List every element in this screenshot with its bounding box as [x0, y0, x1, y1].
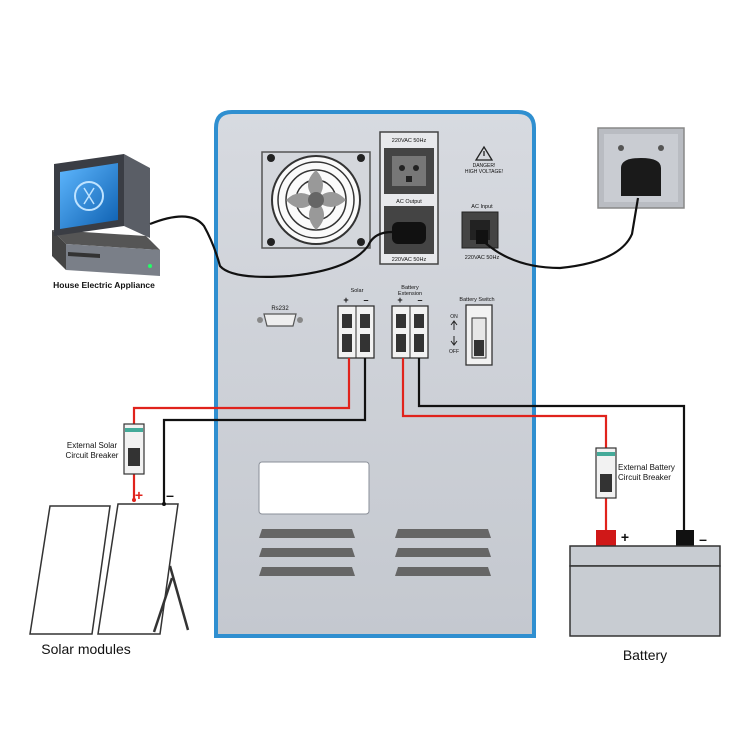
ac-output-panel	[379, 131, 439, 265]
ac-cables	[149, 197, 640, 278]
ext-solar-breaker-label-2: Circuit Breaker	[66, 451, 119, 460]
ac-output-label: AC Output	[396, 199, 422, 205]
display-window	[258, 461, 370, 515]
solar-modules-label: Solar modules	[41, 641, 131, 657]
ac-input-label: AC Input	[471, 204, 493, 210]
battery-icon	[569, 530, 721, 637]
battery-minus-terminal: –	[699, 531, 707, 547]
external-solar-breaker	[123, 423, 145, 475]
ext-battery-breaker-label-1: External Battery	[618, 463, 675, 472]
battery-switch	[465, 304, 493, 366]
external-battery-breaker	[595, 447, 617, 499]
solar-minus-terminal: –	[166, 487, 174, 503]
rs232-port	[257, 313, 303, 327]
wall-socket-icon	[597, 127, 685, 209]
battery-extension-breaker	[391, 305, 429, 359]
solar-breaker	[337, 305, 375, 359]
house-appliance-label: House Electric Appliance	[53, 280, 155, 290]
warning-triangle-icon	[474, 145, 494, 161]
input-rating-label: 220VAC 50Hz	[465, 255, 500, 261]
computer-monitor-icon	[52, 154, 160, 276]
solar-minus-sign: –	[363, 295, 368, 305]
battery-extension-label: Battery	[401, 285, 419, 291]
battery-ext-plus-sign: +	[397, 295, 402, 305]
battery-extension-label-2: Extension	[398, 291, 422, 297]
solar-plus-sign: +	[343, 295, 348, 305]
solar-plus-terminal: +	[135, 487, 143, 503]
negative-wires	[162, 358, 686, 530]
battery-switch-label: Battery Switch	[459, 297, 494, 303]
output-rating-bottom: 220VAC 50Hz	[392, 257, 427, 263]
switch-off-label: OFF	[449, 349, 459, 355]
rs232-label: Rs232	[271, 306, 289, 312]
battery-label: Battery	[623, 647, 667, 663]
ext-solar-breaker-label-1: External Solar	[67, 441, 118, 450]
high-voltage-label: HIGH VOLTAGE!	[465, 169, 503, 175]
switch-on-label: ON	[450, 314, 458, 320]
solar-terminal-label: Solar	[351, 288, 364, 294]
output-rating-top: 220VAC 50Hz	[392, 138, 427, 144]
switch-arrows-icon	[450, 320, 458, 346]
ext-battery-breaker-label-2: Circuit Breaker	[618, 473, 671, 482]
cooling-fan-icon	[261, 151, 371, 249]
terminal-wire-stubs	[132, 498, 166, 506]
battery-ext-minus-sign: –	[417, 295, 422, 305]
solar-panel-icon	[29, 503, 190, 635]
danger-label: DANGER!	[473, 163, 496, 169]
vent-slots	[259, 529, 491, 576]
battery-plus-terminal: +	[621, 529, 629, 545]
